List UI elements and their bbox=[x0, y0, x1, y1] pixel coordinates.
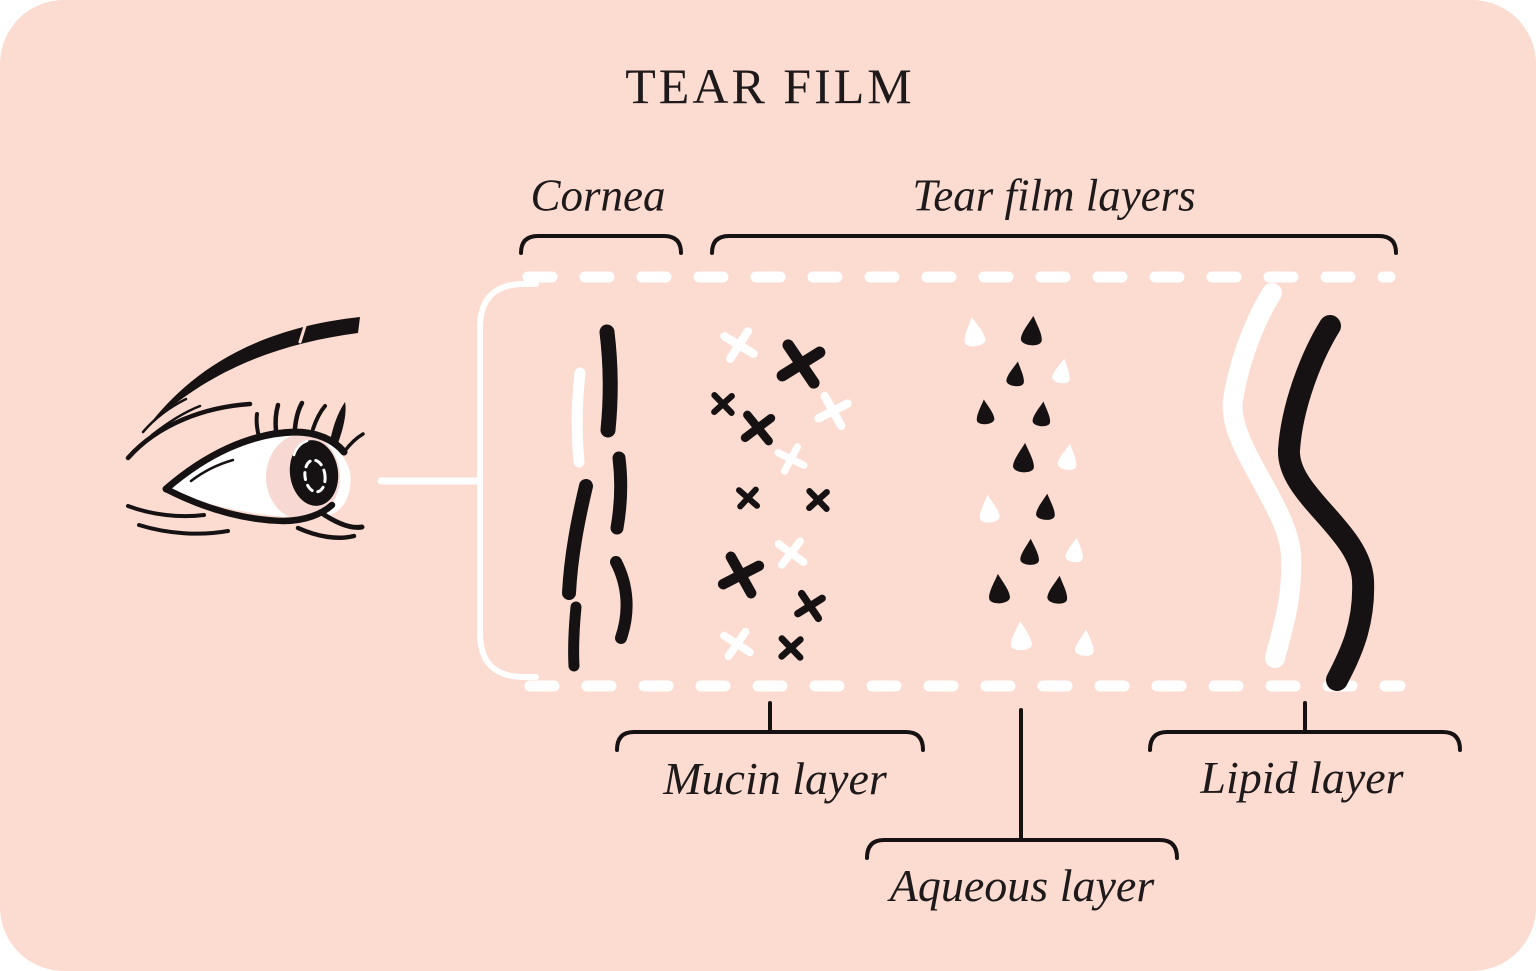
label-tear-film-layers: Tear film layers bbox=[912, 170, 1196, 221]
label-cornea: Cornea bbox=[530, 170, 666, 221]
label-brackets bbox=[519, 234, 1462, 860]
diagram-title: TEAR FILM bbox=[625, 58, 915, 114]
lipid-waves-pattern bbox=[1222, 283, 1375, 691]
cornea-bracket bbox=[519, 234, 683, 255]
label-lipid-layer: Lipid layer bbox=[1200, 752, 1404, 803]
lower-eyelid bbox=[162, 485, 336, 525]
label-aqueous-layer: Aqueous layer bbox=[889, 860, 1155, 911]
label-mucin-layer: Mucin layer bbox=[663, 753, 887, 804]
eyelashes bbox=[254, 400, 365, 454]
eyebrow bbox=[146, 317, 360, 429]
cornea-strokes-pattern bbox=[562, 324, 633, 672]
upper-eyelid bbox=[162, 428, 348, 493]
zoom-box-bracket bbox=[477, 281, 539, 680]
eyelid-crease bbox=[125, 401, 253, 461]
pupil bbox=[289, 440, 339, 506]
mucin-x-pattern bbox=[713, 331, 849, 658]
aqueous-bracket bbox=[865, 838, 1179, 860]
mucin-bracket bbox=[615, 730, 925, 752]
eye-illustration bbox=[125, 317, 365, 540]
tear-film-layers-bracket bbox=[710, 234, 1398, 255]
aqueous-drops-pattern bbox=[961, 315, 1096, 657]
lipid-bracket bbox=[1148, 730, 1462, 752]
